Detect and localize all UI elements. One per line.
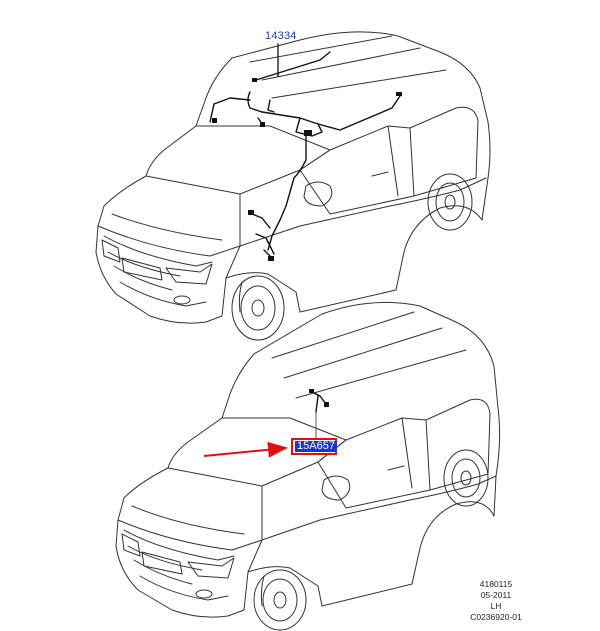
callout-label-14334: 14334 <box>265 30 297 42</box>
bottom-vehicle-outline <box>115 301 501 631</box>
drawing-code: C0236920-01 <box>470 612 522 622</box>
drive-side: LH <box>490 601 502 611</box>
drawing-reference-block: 4180115 05-2011 LH C0236920-01 <box>448 579 544 623</box>
callout-label-15A657: 15A657 <box>295 440 337 452</box>
callout-highlight-box: 15A657 <box>291 438 337 455</box>
roof-harness-14334 <box>209 43 401 259</box>
red-pointer-arrow <box>203 441 288 458</box>
illustration-date: 05-2011 <box>480 590 512 600</box>
roof-harness-connectors <box>212 78 402 261</box>
top-vehicle-outline <box>95 31 491 341</box>
roof-harness-15A657 <box>311 391 327 413</box>
illustration-number: 4180115 <box>479 579 513 589</box>
roof-harness-15A657-connectors <box>309 389 329 407</box>
